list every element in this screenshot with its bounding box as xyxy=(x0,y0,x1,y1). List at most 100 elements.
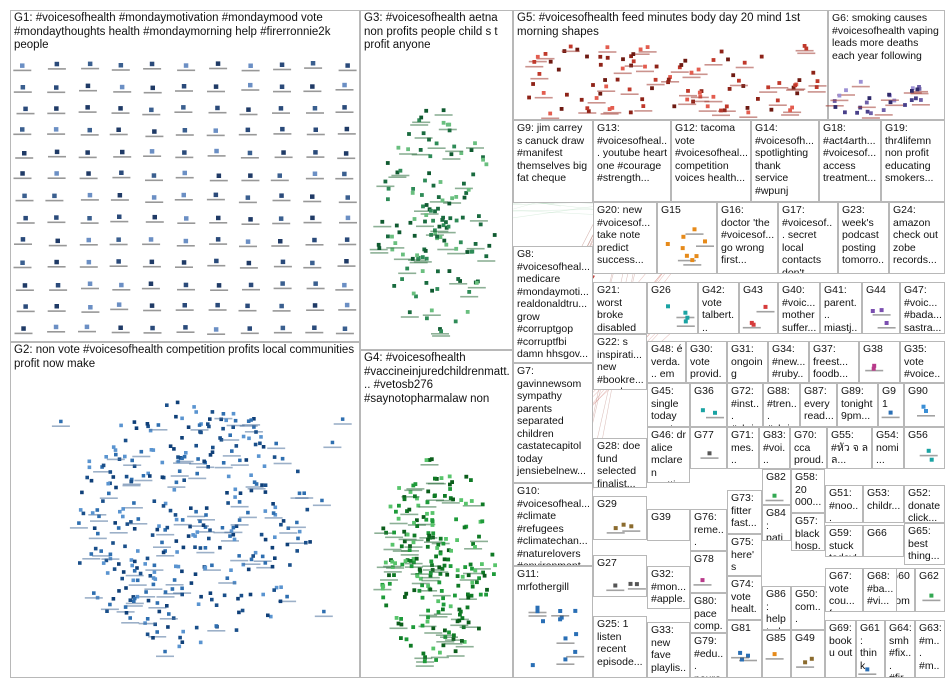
group-label: G38 xyxy=(863,343,883,355)
group-label: G44 xyxy=(866,284,886,296)
group-box-g70: G70: cca proud... xyxy=(790,427,827,469)
group-box-g57: G57: black hosp... xyxy=(791,513,825,551)
group-box-g40: G40: #voic... mother suffer... xyxy=(778,282,820,334)
group-box-g37: G37: freest... foodb... school... xyxy=(809,341,859,383)
group-box-g22: G22: s inspirati... new #bookre... angel… xyxy=(593,334,647,390)
group-box-g77: G77 xyxy=(690,427,727,469)
group-box-g3: G3: #voicesofhealth aetna non profits pe… xyxy=(360,10,513,350)
group-box-g49: G49 xyxy=(791,630,825,678)
group-box-g44: G44 xyxy=(862,282,900,334)
group-box-g65: G65: best thing... xyxy=(904,523,945,565)
group-box-g21: G21: worst broke disabled accessi... xyxy=(593,282,647,334)
group-box-g75: G75: here's learn... xyxy=(727,534,762,576)
group-box-g25: G25: 1 listen recent episode... xyxy=(593,616,647,678)
group-box-g34: G34: #new... #ruby... #locob... xyxy=(768,341,809,383)
group-label: G20: new #voicesof... take note predict … xyxy=(597,204,651,266)
group-label: G76: reme... happ... xyxy=(694,511,724,550)
group-box-g87: G87: every read... xyxy=(800,383,837,427)
group-box-g51: G51: #noo... #occu... xyxy=(825,485,863,523)
group-label: G54: nomi... aetna... xyxy=(876,429,899,468)
group-box-g69: G69: book u out xyxy=(825,620,856,678)
group-label: G42: vote talbert... part... xyxy=(702,284,735,334)
group-box-g7: G7: gavinnewsom sympathy parents separat… xyxy=(513,363,593,483)
group-box-g81: G81 xyxy=(727,620,762,678)
group-label: G59: stuck today'... xyxy=(829,527,860,556)
group-box-g56: G56 xyxy=(904,427,945,469)
group-label: G23: week's podcast posting tomorro... xyxy=(842,204,885,274)
group-box-g74: G74: vote healt... xyxy=(727,576,762,620)
group-label: G13: #voicesofheal... youtube heart one … xyxy=(597,122,668,184)
group-box-g80: G80: pace comp... xyxy=(690,593,727,633)
group-label: G36 xyxy=(694,385,714,397)
group-box-g82: G82 xyxy=(762,469,791,505)
group-label: G71: mes... bella... xyxy=(731,429,754,468)
group-label: G85 xyxy=(766,632,786,644)
group-box-g26: G26 xyxy=(647,282,698,334)
group-label: G75: here's learn... xyxy=(731,536,757,575)
group-box-g4: G4: #voicesofhealth #vaccineinjuredchild… xyxy=(360,350,513,678)
group-box-g5: G5: #voicesofhealth feed minutes body da… xyxy=(513,10,828,120)
group-box-g88: G88: #tren... #chri... xyxy=(763,383,800,427)
group-box-g10: G10: #voicesofheal... #climate #refugees… xyxy=(513,483,593,566)
group-box-g9: G9: jim carrey s canuck draw #manifest t… xyxy=(513,120,593,203)
group-box-g71: G71: mes... bella... xyxy=(727,427,759,469)
group-box-g66: G66 xyxy=(863,525,904,557)
group-box-g38: G38 xyxy=(859,341,900,383)
group-label: G14: #voicesofh... spotlighting thank se… xyxy=(755,122,814,197)
group-box-g72: G72: #inst... #chri... xyxy=(727,383,763,427)
group-label: G6: smoking causes #voicesofhealth vapin… xyxy=(832,12,939,62)
group-label: G58: 20 000... xyxy=(795,471,822,508)
group-label: G56 xyxy=(908,429,928,441)
group-label: G27 xyxy=(597,557,617,569)
group-label: G83: #voi... com... xyxy=(763,429,786,468)
group-box-g30: G30: vote provid... house... xyxy=(686,341,727,383)
group-label: G26 xyxy=(651,284,671,296)
group-box-g47: G47: #voic... #bada... sastra... xyxy=(900,282,945,334)
group-box-g43: G43 xyxy=(739,282,778,334)
group-label: G88: #tren... #chri... xyxy=(767,385,797,426)
group-box-g52: G52: donate click... xyxy=(904,485,945,523)
group-box-g48: G48: é verda... em estupi... xyxy=(647,341,686,383)
group-box-g64: G64: smh #fix... #fir... xyxy=(885,620,915,678)
group-box-g59: G59: stuck today'... xyxy=(825,525,863,557)
group-box-g33: G33: new fave playlis... xyxy=(647,622,690,678)
group-box-g17: G17: #voicesof... secret local contacts … xyxy=(778,202,838,274)
group-label: G25: 1 listen recent episode... xyxy=(597,618,643,668)
group-box-g41: G41: parent... miastj... #voic... xyxy=(820,282,862,334)
group-label: G80: pace comp... xyxy=(694,595,723,632)
group-label: G16: doctor 'the #voicesof... go wrong f… xyxy=(721,204,775,266)
group-label: G63: #m... #m... #fir... xyxy=(919,622,942,678)
group-label: G8: #voicesofheal... medicare #mondaymot… xyxy=(517,248,590,360)
group-label: G51: #noo... #occu... xyxy=(829,487,859,523)
group-box-g53: G53: childr... xyxy=(863,485,904,523)
group-label: G17: #voicesof... secret local contacts … xyxy=(782,204,833,274)
group-label: G31: ongoing youth advoc... xyxy=(731,343,763,382)
group-box-g16: G16: doctor 'the #voicesof... go wrong f… xyxy=(717,202,778,274)
group-label: G15 xyxy=(661,204,681,216)
group-label: G79: #edu... neuro... xyxy=(694,635,724,677)
group-box-g62: G62 xyxy=(915,568,945,612)
group-label: G18: #act4arth... #voicesof... access tr… xyxy=(823,122,877,184)
group-box-g19: G19: thr4lifemn non profit educating smo… xyxy=(881,120,945,202)
group-box-g73: G73: fitter fast... xyxy=(727,490,762,534)
group-box-g54: G54: nomi... aetna... xyxy=(872,427,904,469)
group-box-g20: G20: new #voicesof... take note predict … xyxy=(593,202,657,274)
group-label: G89: tonight 9pm... xyxy=(841,385,873,422)
group-label: G78 xyxy=(694,553,714,565)
group-label: G53: childr... xyxy=(867,487,901,512)
group-label: G12: tacoma vote #voicesofheal... compet… xyxy=(675,122,748,184)
group-box-g90: G90 xyxy=(904,383,945,427)
group-label: G65: best thing... xyxy=(908,525,940,562)
group-label: G73: fitter fast... xyxy=(731,492,757,529)
group-label: G55: #หัว จ ล ล... xyxy=(831,429,869,466)
group-label: G5: #voicesofhealth feed minutes body da… xyxy=(517,12,801,38)
group-label: G46: dr alice mclaren scottis... xyxy=(651,429,687,482)
group-box-g36: G36 xyxy=(690,383,727,427)
group-label: G1: #voicesofhealth #mondaymotivation #m… xyxy=(14,12,331,51)
group-label: G66 xyxy=(867,527,887,539)
group-label: G91 xyxy=(882,385,897,410)
group-label: G35: vote #voice... chang... xyxy=(904,343,941,382)
group-label: G69: book u out xyxy=(829,622,853,659)
group-label: G70: cca proud... xyxy=(794,429,824,468)
group-box-g6: G6: smoking causes #voicesofhealth vapin… xyxy=(828,10,945,120)
